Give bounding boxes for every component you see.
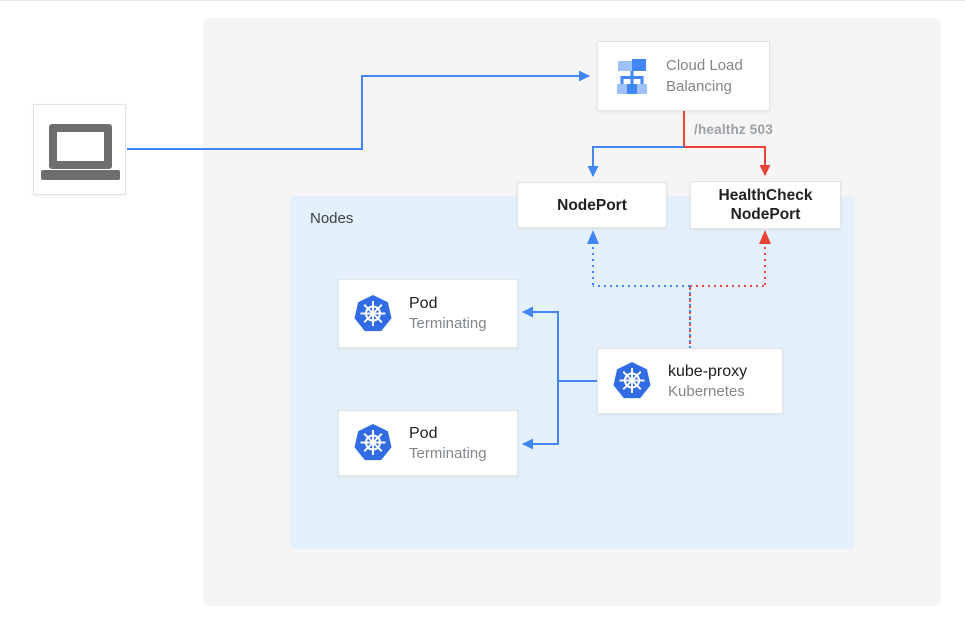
pod2-box: Pod Terminating bbox=[338, 410, 518, 476]
kube-proxy-title: kube-proxy bbox=[668, 362, 748, 380]
client-box bbox=[33, 104, 126, 195]
pod2-title: Pod bbox=[409, 424, 438, 442]
cloud-load-balancing-label: Cloud Load Balancing bbox=[666, 57, 743, 95]
laptop-base bbox=[41, 170, 120, 180]
kubernetes-icon bbox=[354, 294, 392, 331]
kubernetes-icon bbox=[613, 362, 651, 399]
pod1-box: Pod Terminating bbox=[338, 279, 518, 348]
pod1-title: Pod bbox=[409, 295, 438, 312]
cloud-load-balancing-box: Cloud Load Balancing bbox=[597, 41, 770, 111]
healthcheck-nodeport-label: HealthCheck NodePort bbox=[718, 187, 813, 223]
kubernetes-icon bbox=[354, 424, 392, 461]
nodeport-label: NodePort bbox=[557, 196, 627, 214]
healthcheck-nodeport-box: HealthCheck NodePort bbox=[690, 181, 841, 229]
nodeport-box: NodePort bbox=[517, 182, 667, 228]
cloud-load-balancing-icon bbox=[617, 58, 647, 94]
pod1-status: Terminating bbox=[409, 315, 487, 332]
kube-proxy-box: kube-proxy Kubernetes bbox=[597, 348, 783, 414]
kube-proxy-subtitle: Kubernetes bbox=[668, 382, 745, 400]
laptop-screen bbox=[49, 124, 112, 169]
healthz-label: /healthz 503 bbox=[694, 122, 773, 137]
pod2-status: Terminating bbox=[409, 444, 487, 462]
nodes-container-label: Nodes bbox=[310, 210, 354, 227]
